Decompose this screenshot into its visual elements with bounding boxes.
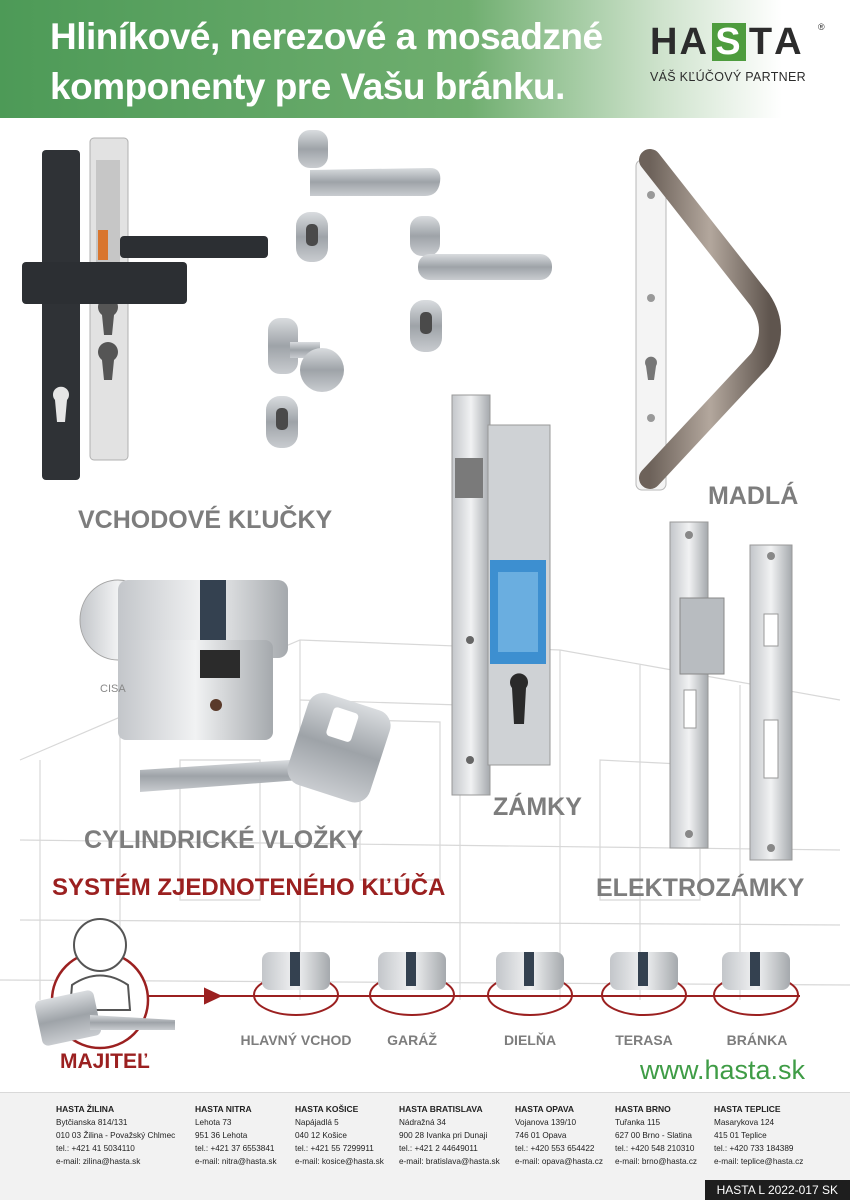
cylinder-brand-text: CISA (100, 683, 126, 695)
branch-phone[interactable]: tel.: +421 37 6553841 (195, 1144, 275, 1153)
label-entrance-handles: VCHODOVÉ KĽUČKY (78, 506, 333, 534)
label-pull-handles: MADLÁ (708, 482, 799, 510)
headline-line-1: Hliníkové, nerezové a mosadzné (50, 16, 603, 57)
owner-label: MAJITEĽ (60, 1050, 150, 1073)
product-showcase: CISA (0, 118, 850, 1090)
stainless-handle-set-image (266, 130, 552, 448)
key-system-arrow (148, 987, 800, 1005)
branch-street: Tuřanka 115 (615, 1118, 661, 1127)
logo-letter-h: H (650, 20, 680, 63)
branch-city: 040 12 Košice (295, 1131, 347, 1140)
branch-street: Masarykova 124 (714, 1118, 775, 1127)
door-label-workshop: DIELŇA (503, 1032, 557, 1048)
pull-handle-image (635, 149, 781, 491)
cylinder-insert-image: CISA (79, 579, 391, 803)
logo-tagline: VÁŠ KĽÚČOVÝ PARTNER (650, 70, 806, 84)
branch-street: Lehota 73 (195, 1118, 232, 1127)
document-reference: HASTA L 2022-017 SK (704, 1180, 850, 1200)
branch-nitra: HASTA NITRA Lehota 73 951 36 Lehota tel.… (195, 1103, 277, 1168)
website-link[interactable]: www.hasta.sk (640, 1055, 806, 1085)
door-cylinder-1 (253, 952, 339, 1016)
electric-strike-images (669, 521, 793, 861)
label-electric-strikes: ELEKTROZÁMKY (596, 874, 805, 902)
door-label-garage: GARÁŽ (387, 1032, 437, 1048)
branch-phone[interactable]: tel.: +420 553 654422 (515, 1144, 595, 1153)
branch-city: 415 01 Teplice (714, 1131, 767, 1140)
logo-letter-t: T (748, 20, 775, 63)
logo-letter-s: S (711, 21, 746, 63)
branch-brno: HASTA BRNO Tuřanka 115 627 00 Brno - Sla… (615, 1103, 697, 1168)
branch-email[interactable]: e-mail: bratislava@hasta.sk (399, 1157, 500, 1166)
door-cylinder-2 (369, 952, 455, 1016)
mortise-lock-image (451, 394, 551, 796)
branch-footer: HASTA ŽILINA Bytčianska 814/131 010 03 Ž… (0, 1092, 850, 1200)
branch-email[interactable]: e-mail: opava@hasta.cz (515, 1157, 603, 1166)
product-illustrations: CISA (0, 130, 850, 1050)
branch-zilina: HASTA ŽILINA Bytčianska 814/131 010 03 Ž… (56, 1103, 175, 1168)
branch-street: Bytčianska 814/131 (56, 1118, 128, 1127)
branch-phone[interactable]: tel.: +421 2 44649011 (399, 1144, 478, 1153)
branch-city: 627 00 Brno - Slatina (615, 1131, 692, 1140)
label-cylinders: CYLINDRICKÉ VLOŽKY (84, 826, 364, 854)
logo-letter-a: A (679, 20, 709, 63)
branch-opava: HASTA OPAVA Vojanova 139/10 746 01 Opava… (515, 1103, 603, 1168)
door-label-terrace: TERASA (615, 1032, 673, 1048)
branch-phone[interactable]: tel.: +421 41 5034110 (56, 1144, 135, 1153)
branch-street: Vojanova 139/10 (515, 1118, 577, 1127)
branch-teplice: HASTA TEPLICE Masarykova 124 415 01 Tepl… (714, 1103, 803, 1168)
hasta-logo[interactable]: H A S T A ® VÁŠ KĽÚČOVÝ PARTNER (650, 20, 830, 92)
branch-phone[interactable]: tel.: +420 733 184389 (714, 1144, 794, 1153)
branch-bratislava: HASTA BRATISLAVA Nádražná 34 900 28 Ivan… (399, 1103, 500, 1168)
entrance-handle-image (22, 137, 268, 480)
branch-name: HASTA KOŠICE (295, 1104, 359, 1114)
branch-kosice: HASTA KOŠICE Napájadlá 5 040 12 Košice t… (295, 1103, 384, 1168)
door-label-main-entrance: HLAVNÝ VCHOD (240, 1032, 352, 1048)
registered-mark: ® (818, 22, 825, 32)
branch-city: 900 28 Ivanka pri Dunaji (399, 1131, 488, 1140)
key-system-title: SYSTÉM ZJEDNOTENÉHO KĽÚČA (52, 874, 446, 901)
logo-letter-a2: A (774, 20, 804, 63)
label-locks: ZÁMKY (493, 793, 582, 821)
door-cylinder-5 (713, 952, 799, 1016)
door-cylinder-3 (487, 952, 573, 1016)
branch-street: Napájadlá 5 (295, 1118, 339, 1127)
door-cylinders (253, 952, 799, 1016)
branch-name: HASTA NITRA (195, 1104, 252, 1114)
branch-email[interactable]: e-mail: zilina@hasta.sk (56, 1157, 141, 1166)
door-label-gate: BRÁNKA (726, 1032, 788, 1048)
branch-city: 951 36 Lehota (195, 1131, 248, 1140)
branch-name: HASTA TEPLICE (714, 1104, 781, 1114)
branch-street: Nádražná 34 (399, 1118, 446, 1127)
owner-figure (34, 918, 175, 1050)
headline-line-2: komponenty pre Vašu bránku. (50, 66, 565, 107)
branch-name: HASTA OPAVA (515, 1104, 575, 1114)
branch-name: HASTA BRNO (615, 1104, 671, 1114)
branch-email[interactable]: e-mail: nitra@hasta.sk (195, 1157, 277, 1166)
branch-name: HASTA ŽILINA (56, 1104, 115, 1114)
door-cylinder-4 (601, 952, 687, 1016)
branch-email[interactable]: e-mail: kosice@hasta.sk (295, 1157, 384, 1166)
branch-phone[interactable]: tel.: +421 55 7299911 (295, 1144, 374, 1153)
branch-email[interactable]: e-mail: brno@hasta.cz (615, 1157, 698, 1166)
header-banner: Hliníkové, nerezové a mosadzné komponent… (0, 0, 850, 118)
branch-email[interactable]: e-mail: teplice@hasta.cz (714, 1157, 804, 1166)
branch-city: 746 01 Opava (515, 1131, 567, 1140)
branch-name: HASTA BRATISLAVA (399, 1104, 483, 1114)
branch-phone[interactable]: tel.: +420 548 210310 (615, 1144, 695, 1153)
branch-city: 010 03 Žilina - Považský Chlmec (56, 1131, 176, 1140)
